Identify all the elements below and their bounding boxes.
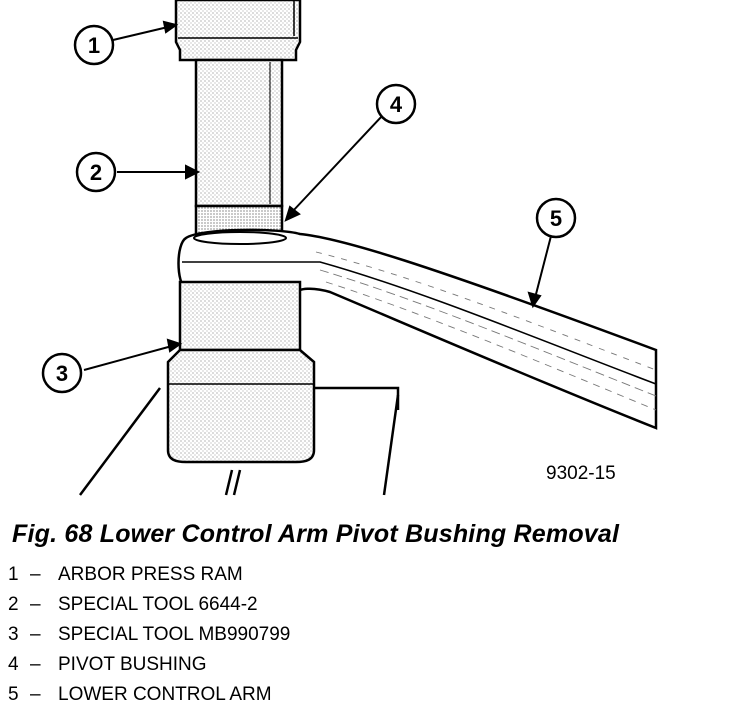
legend-number: 1	[8, 564, 19, 585]
callout-leaders	[83, 20, 552, 371]
special-tool-pusher	[194, 58, 284, 242]
legend-item: 3–SPECIAL TOOL MB990799	[8, 620, 290, 650]
figure-code: 9302-15	[546, 463, 616, 484]
callout-5-label: 5	[550, 206, 562, 231]
callout-1-label: 1	[88, 33, 100, 58]
legend-label: PIVOT BUSHING	[58, 654, 207, 675]
legend-number: 2	[8, 594, 19, 615]
legend-label: ARBOR PRESS RAM	[58, 564, 243, 585]
legend-item: 1–ARBOR PRESS RAM	[8, 560, 290, 590]
press-base	[78, 386, 400, 496]
legend-label: SPECIAL TOOL 6644-2	[58, 594, 258, 615]
legend-item: 2–SPECIAL TOOL 6644-2	[8, 590, 290, 620]
bushing-removal-illustration: 1 2 3 4 5 9302-15	[41, 0, 658, 496]
callout-1: 1	[73, 24, 115, 66]
legend-separator: –	[30, 654, 41, 675]
legend-number: 5	[8, 684, 19, 705]
legend-separator: –	[30, 594, 41, 615]
callout-4: 4	[375, 83, 417, 125]
legend-separator: –	[30, 684, 41, 705]
special-tool-receiver	[166, 280, 316, 464]
legend-label: LOWER CONTROL ARM	[58, 684, 272, 705]
legend-number: 3	[8, 624, 19, 645]
pivot-bushing	[193, 231, 287, 245]
arbor-press-ram	[174, 0, 302, 62]
legend-label: SPECIAL TOOL MB990799	[58, 624, 291, 645]
legend-list: 1–ARBOR PRESS RAM 2–SPECIAL TOOL 6644-2 …	[8, 560, 290, 710]
callout-2: 2	[75, 151, 117, 193]
callout-2-label: 2	[90, 160, 102, 185]
callout-3: 3	[41, 352, 83, 394]
legend-item: 4–PIVOT BUSHING	[8, 650, 290, 680]
lower-control-arm	[177, 228, 658, 430]
legend-separator: –	[30, 564, 41, 585]
callout-4-label: 4	[390, 92, 403, 117]
legend-item: 5–LOWER CONTROL ARM	[8, 680, 290, 710]
legend-number: 4	[8, 654, 19, 675]
legend-separator: –	[30, 624, 41, 645]
callout-3-label: 3	[56, 361, 68, 386]
figure-caption: Fig. 68 Lower Control Arm Pivot Bushing …	[12, 520, 620, 548]
callout-5: 5	[535, 197, 577, 239]
